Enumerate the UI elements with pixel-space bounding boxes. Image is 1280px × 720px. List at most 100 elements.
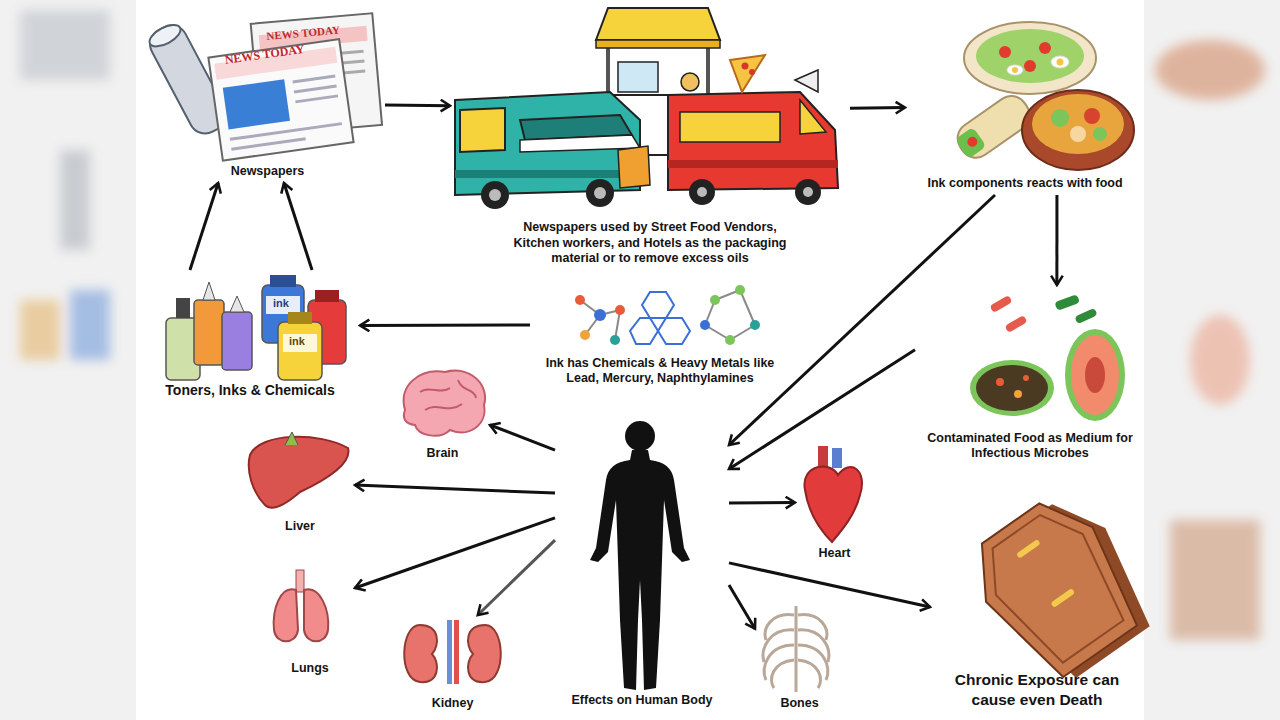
food-illustration (1007, 65, 1023, 75)
kidney-illustration (404, 625, 437, 682)
ink-bottles-illustration (278, 322, 322, 380)
arrow-connector (355, 518, 555, 588)
kidney-illustration (468, 625, 501, 682)
microbe-illustration (1065, 329, 1125, 421)
ribcage-illustration (798, 615, 827, 640)
brain-illustration (404, 371, 485, 436)
illustration-label: NEWS TODAY (266, 24, 340, 42)
side-band (1190, 315, 1250, 405)
food-truck-illustration (681, 73, 699, 91)
molecule-illustration (642, 292, 674, 318)
ink-bottles-illustration (288, 312, 312, 324)
arrow-connector (729, 501, 795, 504)
ink-bottles-illustration (203, 282, 215, 300)
molecule-illustration (615, 305, 625, 315)
kidney-illustration (447, 620, 452, 684)
side-band (1170, 520, 1260, 640)
heart-illustration (804, 467, 862, 542)
illustration-label: ink (289, 335, 305, 347)
illustration-node: Bones (755, 600, 844, 715)
ink-bottles-illustration (270, 275, 296, 287)
food-illustration (965, 135, 979, 149)
ink-bottles-illustration (266, 296, 300, 314)
heart-illustration (804, 446, 862, 542)
molecule-illustration (658, 318, 690, 344)
food-illustration (1051, 56, 1069, 68)
caption-text: Heart (797, 546, 872, 562)
ink-bottles-illustration (166, 275, 346, 380)
food-truck-illustration (668, 160, 838, 168)
food-illustration (1084, 108, 1100, 124)
newspaper-illustration (294, 86, 337, 92)
food-truck-illustration (668, 92, 838, 190)
illustration-node: Kidney (395, 615, 510, 715)
caption-text: Effects on Human Body (557, 693, 727, 709)
side-band (1144, 0, 1280, 720)
caption-text: Kidney (398, 696, 508, 712)
food-truck-illustration (596, 8, 720, 40)
arrow-connector (284, 183, 312, 270)
ribcage-illustration (764, 645, 794, 680)
food-truck-illustration (618, 62, 658, 92)
side-band (1155, 40, 1265, 100)
food-illustration (1024, 60, 1036, 72)
microbe-illustration (1023, 375, 1029, 381)
liver-illustration (249, 437, 349, 508)
food-illustration (964, 22, 1096, 94)
molecule-illustration (575, 295, 585, 305)
arrow-connector (490, 425, 555, 450)
food-truck-illustration (795, 70, 818, 92)
ink-bottles-illustration (230, 296, 244, 312)
microbe-illustration (970, 360, 1054, 416)
food-illustration (1070, 126, 1086, 142)
arrow-connector (729, 563, 930, 607)
food-illustration (1093, 127, 1107, 141)
side-band (20, 10, 110, 80)
human-silhouette (625, 421, 655, 451)
microbe-illustration (1054, 294, 1080, 311)
newspaper-illustration (295, 96, 338, 102)
arrow-connector (1055, 195, 1058, 285)
food-illustration (976, 29, 1084, 83)
arrow-connector (478, 540, 555, 615)
caption-text: Ink components reacts with food (908, 176, 1143, 192)
ink-bottles-illustration (222, 312, 252, 370)
molecule-illustration (725, 335, 735, 345)
illustration-node: Chronic Exposure can cause even Death (930, 500, 1144, 712)
food-truck-illustration (742, 63, 749, 70)
food-truck-illustration (730, 55, 765, 92)
heart-illustration (832, 448, 842, 468)
caption-text: Contaminated Food as Medium for Infectio… (923, 431, 1138, 462)
molecule-illustration (740, 290, 755, 325)
human-silhouette (590, 450, 690, 690)
molecule-illustration (580, 330, 590, 340)
side-band (70, 290, 110, 360)
illustration-node: Newspapers used by Street Food Vendors, … (450, 5, 850, 270)
coffin-illustration (1016, 539, 1041, 559)
ink-bottles-illustration (176, 298, 190, 318)
newspaper-illustration (144, 13, 382, 160)
illustration-node: Toners, Inks & Chemicals (140, 270, 360, 402)
illustration-node: Effects on Human Body (555, 412, 729, 712)
food-illustration (955, 127, 987, 159)
ribcage-illustration (771, 660, 794, 688)
food-truck-illustration (596, 40, 720, 48)
food-truck-illustration (594, 187, 606, 199)
ink-bottles-illustration (315, 290, 339, 302)
coffin-illustration (957, 480, 1166, 695)
food-truck-illustration (455, 8, 838, 209)
food-illustration (1039, 42, 1051, 54)
liver-illustration (249, 432, 349, 508)
caption-text: Chronic Exposure can cause even Death (932, 670, 1142, 709)
illustration-node: Contaminated Food as Medium for Infectio… (915, 285, 1145, 465)
ribcage-illustration (763, 606, 829, 692)
food-illustration (999, 46, 1011, 58)
arrow-connector (355, 485, 555, 493)
microbe-illustration (970, 294, 1125, 421)
ribcage-illustration (795, 606, 798, 692)
brain-illustration (404, 371, 485, 436)
food-truck-illustration (689, 179, 715, 205)
coffin-illustration (973, 501, 1137, 672)
